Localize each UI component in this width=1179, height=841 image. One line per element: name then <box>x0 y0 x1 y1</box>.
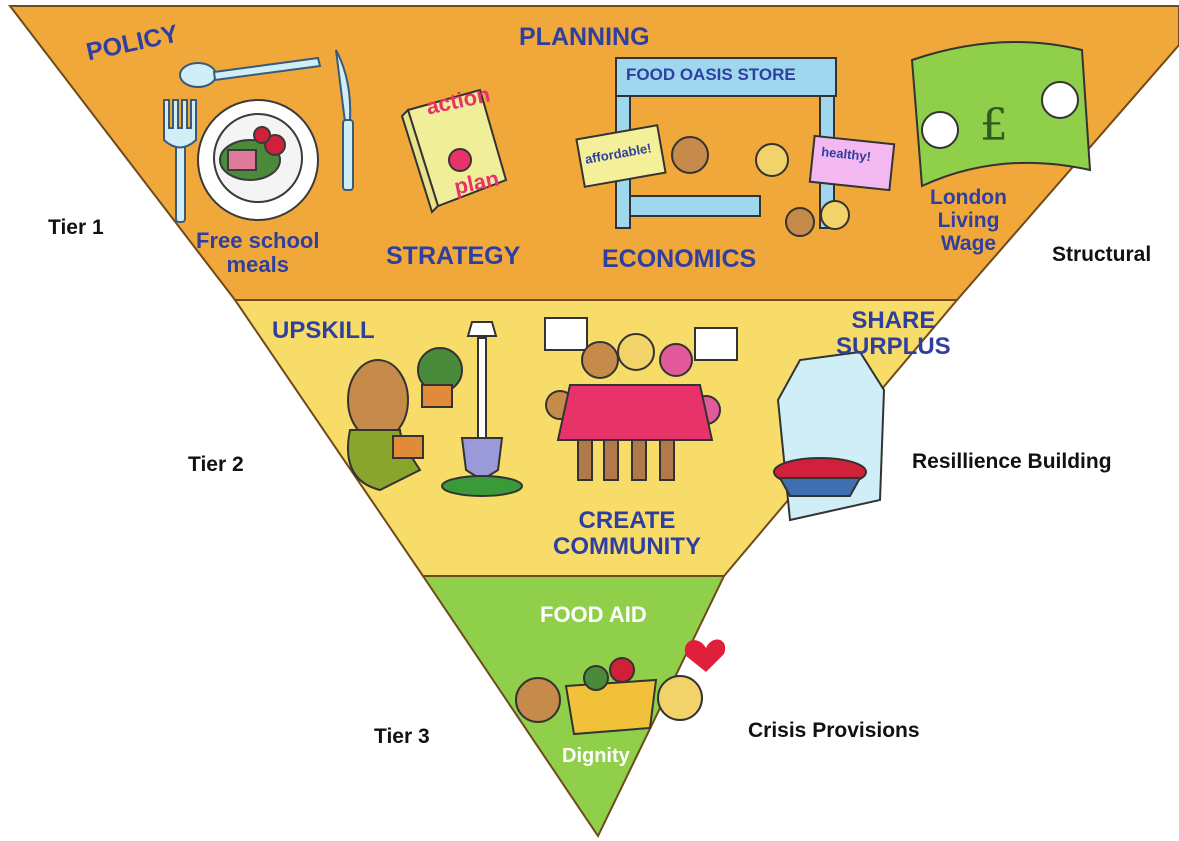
book-icon <box>400 88 508 214</box>
knife-icon <box>335 49 354 191</box>
free-school-meals-line-2: meals <box>226 252 289 278</box>
banknote-icon: £ <box>910 41 1092 188</box>
plate-icon <box>197 99 319 221</box>
share-surplus-line-1: SHARE <box>851 307 936 334</box>
community-table-icon <box>544 317 738 481</box>
wage-line-1: London <box>930 186 1007 209</box>
heart-icon <box>684 639 726 672</box>
planning-heading: PLANNING <box>519 23 650 51</box>
share-surplus-line-2: SURPLUS <box>836 333 951 361</box>
crisis-provisions-label: Crisis Provisions <box>748 719 920 742</box>
tier2-label: Tier 2 <box>188 453 244 476</box>
create-community-line-2: COMMUNITY <box>553 533 701 561</box>
food-box-icon <box>515 657 703 736</box>
create-community-line-1: CREATE <box>578 507 676 534</box>
dignity-label: Dignity <box>562 745 630 767</box>
gardener-icon <box>347 347 463 492</box>
food-oasis-store-sign: FOOD OASIS STORE <box>626 65 796 84</box>
greenhouse-icon <box>773 350 886 522</box>
spoon-icon <box>179 56 322 88</box>
free-school-meals-label: Free school meals <box>196 228 320 278</box>
fork-icon <box>163 99 197 223</box>
share-surplus-heading: SHARE SURPLUS <box>836 307 951 361</box>
tier3-label: Tier 3 <box>374 725 430 748</box>
svg-text:£: £ <box>980 100 1008 151</box>
food-aid-heading: FOOD AID <box>540 602 647 627</box>
spade-icon <box>441 321 523 497</box>
economics-heading: ECONOMICS <box>602 245 757 273</box>
tier1-label: Tier 1 <box>48 216 104 239</box>
resilience-building-label: Resillience Building <box>912 450 1112 473</box>
upskill-heading: UPSKILL <box>272 317 375 344</box>
store-icon <box>575 57 896 237</box>
structural-label: Structural <box>1052 243 1152 266</box>
wage-line-2: Living <box>937 209 1000 233</box>
london-living-wage-label: London Living Wage <box>930 186 1007 255</box>
wage-line-3: Wage <box>940 232 997 256</box>
strategy-heading: STRATEGY <box>386 242 521 270</box>
create-community-heading: CREATE COMMUNITY <box>553 507 701 561</box>
free-school-meals-line-1: Free school <box>196 228 320 253</box>
